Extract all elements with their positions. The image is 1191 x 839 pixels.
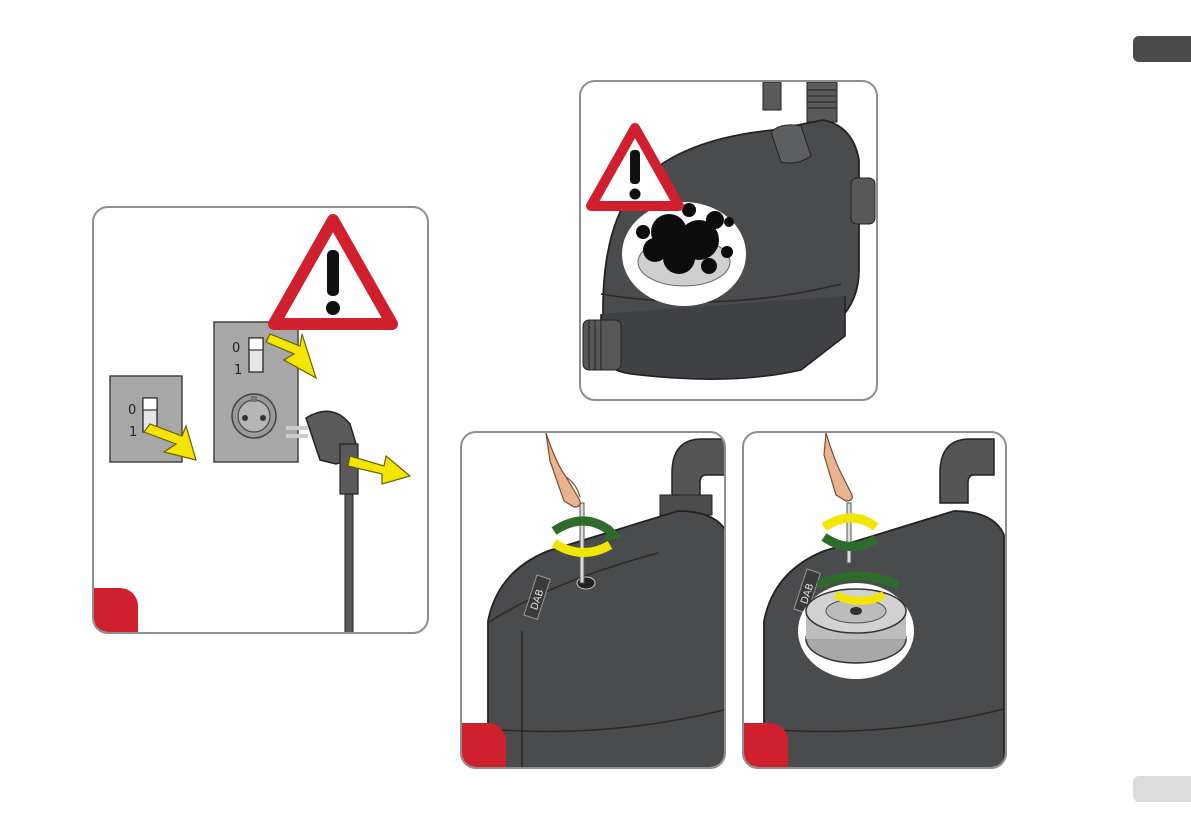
warning-triangle-icon [268,214,398,332]
remove-cover-illustration: DAB [744,433,1007,769]
switch-small-label-0: 0 [128,403,136,418]
step-badge-3 [742,723,788,769]
step-badge [92,588,138,634]
panel-dirt-warning [579,80,878,401]
unscrew-illustration: DAB [462,433,726,769]
step-badge-2 [460,723,506,769]
warning-triangle-icon-2 [585,122,685,214]
section-tab-top[interactable] [1133,36,1191,62]
switch-small-label-1: 1 [129,425,137,440]
switch-large-label-0: 0 [232,341,240,356]
section-tab-bottom[interactable] [1133,776,1191,802]
panel-unplug-power: 0 1 0 1 [92,206,429,634]
panel-unscrew: DAB [460,431,726,769]
panel-remove-cover: DAB [742,431,1007,769]
switch-large-label-1: 1 [234,363,242,378]
